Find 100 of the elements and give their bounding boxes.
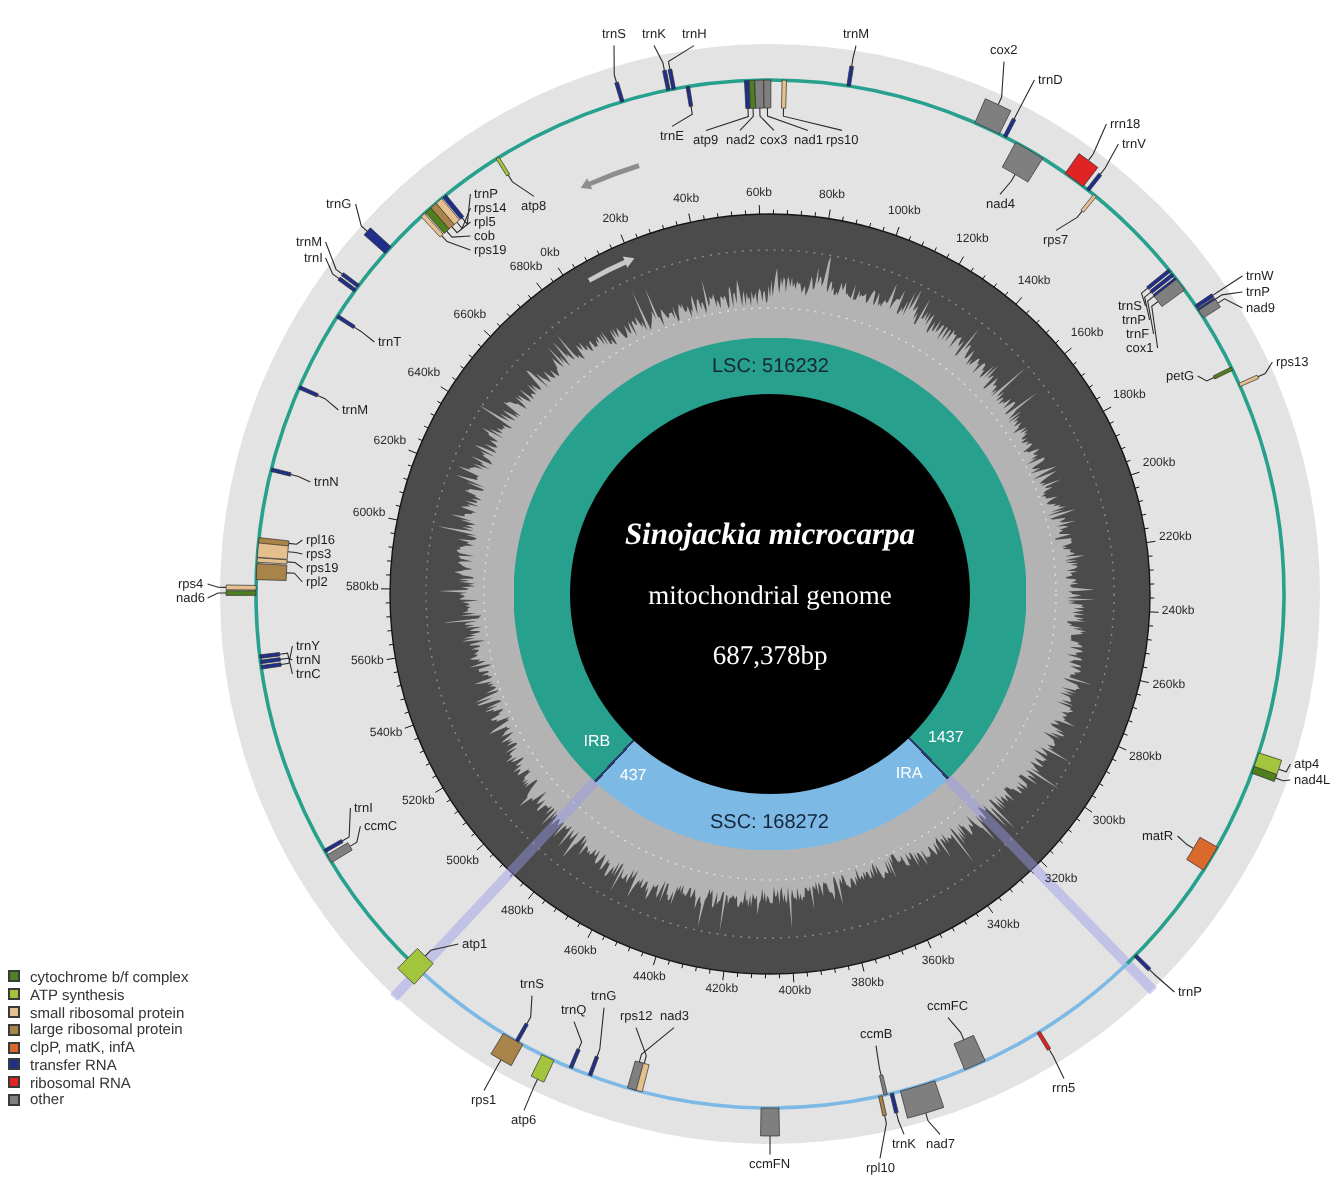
leader-line — [325, 241, 343, 275]
leader-line — [851, 45, 857, 67]
leader-line — [769, 1135, 771, 1155]
leader-line — [1087, 123, 1107, 161]
leader-line — [925, 1112, 941, 1135]
gene-bar — [1198, 298, 1221, 319]
leader-line — [355, 203, 368, 232]
leader-line — [290, 473, 311, 483]
leader-line — [280, 645, 293, 665]
leader-line — [671, 105, 693, 127]
gene-bar — [627, 1060, 644, 1091]
gene-bar — [662, 69, 671, 91]
gene-bar — [754, 79, 765, 109]
leader-line — [1149, 969, 1175, 993]
genome-length: 687,378bp — [712, 641, 828, 671]
leader-line — [279, 657, 293, 661]
gene-bar — [953, 1035, 986, 1071]
leader-line — [285, 572, 303, 583]
gene-bar — [298, 385, 319, 398]
gene-bar — [259, 657, 281, 665]
gene-bar — [225, 584, 257, 591]
gene-bar — [1212, 366, 1234, 380]
gene-bar — [259, 652, 281, 659]
leader-line — [613, 45, 618, 84]
gene-bar — [1251, 766, 1278, 782]
leader-line — [1217, 298, 1243, 309]
leader-line — [739, 107, 754, 131]
leader-line — [705, 107, 749, 131]
region-label: LSC: 516232 — [712, 355, 829, 377]
leader-line — [1013, 79, 1035, 120]
leader-line — [341, 807, 351, 842]
region-length: 437 — [619, 767, 647, 785]
gene-bar — [256, 557, 288, 565]
gene-bar — [340, 272, 360, 288]
leader-line — [766, 107, 809, 131]
leader-line — [1151, 300, 1159, 349]
gene-bar — [363, 227, 392, 254]
species-name: Sinojackia microcarpa — [624, 517, 916, 552]
gene-bar — [974, 98, 1012, 135]
leader-line — [523, 1078, 539, 1111]
gene-bar — [781, 79, 787, 109]
leader-line — [461, 193, 471, 226]
leader-line — [1140, 287, 1149, 307]
gene-bar — [435, 198, 460, 225]
gene-bar — [260, 662, 282, 670]
gene-bar — [530, 1054, 555, 1083]
leader-line — [451, 221, 471, 234]
leader-line — [1177, 835, 1194, 849]
gene-bar — [1086, 172, 1103, 192]
gene-bar — [425, 207, 450, 234]
leader-line — [1144, 291, 1152, 321]
leader-line — [782, 107, 843, 131]
leader-line — [1099, 143, 1119, 175]
gene-bar — [225, 590, 257, 596]
leader-line — [1278, 763, 1291, 773]
gene-bar — [326, 842, 353, 863]
leader-line — [1147, 295, 1155, 335]
gene-bar — [430, 202, 455, 230]
leader-line — [441, 235, 471, 251]
leader-line — [875, 1045, 882, 1076]
gene-bar — [270, 467, 292, 477]
leader-line — [287, 551, 303, 555]
gene-bar — [1080, 194, 1097, 213]
leader-line — [999, 173, 1016, 195]
gene-bar — [614, 81, 625, 103]
leader-line — [207, 592, 227, 599]
leader-line — [325, 257, 340, 280]
leader-line — [1214, 291, 1243, 300]
leader-line — [1197, 375, 1215, 382]
leader-line — [317, 394, 339, 411]
gene-bar — [420, 213, 444, 238]
gene-bar — [1194, 293, 1215, 309]
leader-line — [456, 207, 471, 230]
gene-bar — [490, 1033, 524, 1067]
gene-bar — [515, 1022, 529, 1043]
leader-line — [349, 825, 361, 847]
gene-bar — [1153, 278, 1185, 307]
leader-line — [997, 61, 1005, 106]
region-ring — [514, 338, 1026, 850]
gene-bar — [1001, 142, 1044, 183]
region-label: IRA — [895, 765, 923, 784]
gene-bar — [337, 276, 357, 293]
leader-line — [1048, 1048, 1065, 1079]
leader-line — [667, 45, 695, 70]
gene-bar — [336, 314, 356, 329]
leader-line — [947, 1017, 965, 1041]
leader-line — [879, 1115, 887, 1159]
gene-bar — [495, 156, 511, 177]
genome-type: mitochondrial genome — [648, 581, 892, 612]
gene-bar — [1003, 117, 1017, 138]
gene-bar — [442, 194, 465, 220]
leader-line — [653, 45, 665, 72]
gene-bar — [1064, 153, 1099, 187]
gene-bar — [397, 948, 434, 985]
gene-bar — [685, 85, 694, 107]
gene-bar — [1036, 1030, 1051, 1051]
leader-line — [286, 561, 303, 569]
leader-line — [1055, 210, 1083, 231]
leader-line — [526, 995, 533, 1025]
gene-bar — [258, 537, 290, 547]
